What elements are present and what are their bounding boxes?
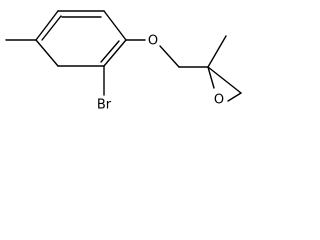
- ring-bond-bottom-left: [35, 39, 59, 67]
- ring-bond-top-left: [35, 10, 59, 41]
- epoxide-c-c-bond: [207, 66, 242, 94]
- ether-oxygen-label: O: [148, 34, 158, 49]
- epoxide-o-c-bond: [227, 92, 242, 102]
- ring-bond-bottom-right: [103, 39, 127, 67]
- epoxide-c-o-bond: [207, 66, 215, 89]
- oxygen-ch2-bond: [159, 45, 180, 68]
- ring-bond-top-right: [103, 10, 127, 41]
- epoxide-oxygen-label: O: [214, 93, 224, 108]
- epoxide-methyl-bond: [207, 35, 227, 68]
- ring-double-bond-left: [41, 15, 62, 41]
- ring-double-bond-right: [100, 40, 120, 63]
- structure-diagram: Br O O: [5, 10, 242, 113]
- benzene-ring: [35, 10, 127, 67]
- bromine-label: Br: [97, 98, 112, 113]
